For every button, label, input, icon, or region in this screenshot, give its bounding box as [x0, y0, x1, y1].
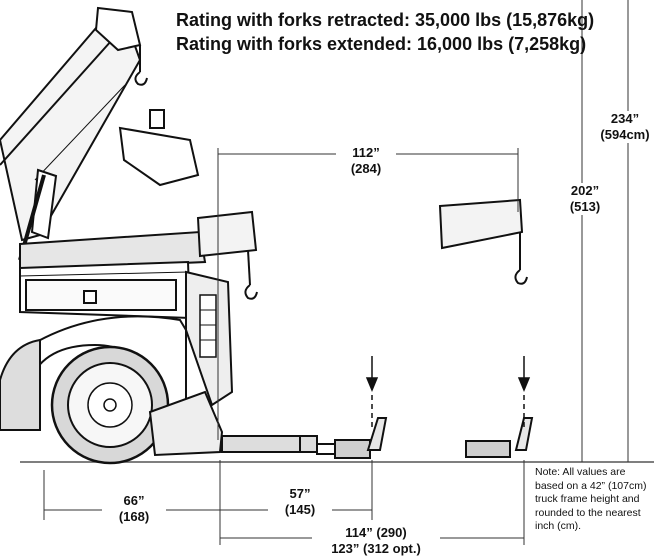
dimension-66: 66” (168): [102, 493, 166, 525]
boom-hook-icon: [134, 45, 148, 86]
dimension-57-inches: 57”: [289, 486, 311, 501]
dimension-112: 112” (284): [336, 145, 396, 177]
dimension-114-standard: 114” (290): [345, 525, 407, 540]
underlift-retracted: [148, 390, 388, 459]
underlift-extended: [465, 417, 534, 458]
dimension-234: 234” (594cm): [594, 111, 654, 143]
dimension-202: 202” (513): [555, 183, 615, 215]
dimension-234-cm: (594cm): [600, 127, 650, 142]
dimension-112-inches: 112”: [352, 145, 380, 160]
dimension-114-optional: 123” (312 opt.): [331, 541, 421, 556]
winch-retracted: [196, 210, 258, 300]
boom-arm: [0, 6, 200, 261]
dimension-66-inches: 66”: [123, 493, 145, 508]
dimension-112-cm: (284): [350, 161, 382, 176]
dimension-66-cm: (168): [118, 509, 150, 524]
dimension-234-inches: 234”: [610, 111, 640, 126]
footnote: Note: All values are based on a 42” (107…: [535, 466, 647, 532]
dimension-114: 114” (290) 123” (312 opt.): [312, 525, 440, 557]
dimension-202-cm: (513): [569, 199, 601, 214]
rear-wheel: [50, 345, 170, 465]
truck-body: [0, 230, 234, 431]
dimension-57: 57” (145): [268, 486, 332, 518]
dimension-57-cm: (145): [284, 502, 316, 517]
boom-extended: [438, 198, 528, 285]
rating-extended: Rating with forks extended: 16,000 lbs (…: [176, 34, 587, 54]
lift-point-arrows: [365, 356, 531, 430]
dimension-202-inches: 202”: [570, 183, 600, 198]
rating-retracted: Rating with forks retracted: 35,000 lbs …: [176, 10, 595, 30]
